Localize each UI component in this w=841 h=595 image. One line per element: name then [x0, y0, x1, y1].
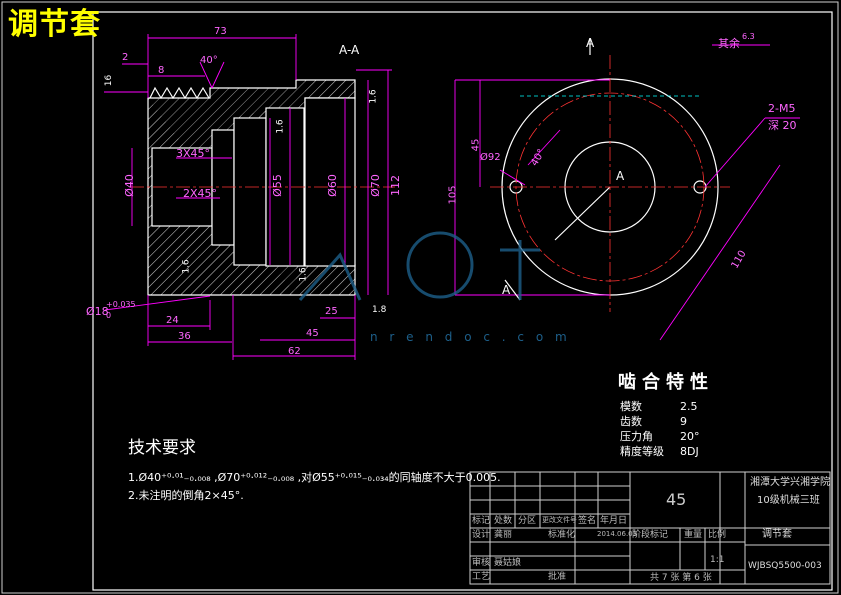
tb-review: 审核: [472, 558, 491, 568]
tb-scale-label: 比例: [708, 530, 727, 540]
title-block: [469, 471, 831, 585]
tb-header: 更改文件号: [542, 516, 577, 524]
tb-header: 处数: [494, 516, 513, 526]
mesh-value: 20°: [680, 430, 700, 443]
section-dimensions: [104, 34, 392, 360]
mesh-key: 齿数: [620, 415, 642, 428]
tech-requirements-heading: 技术要求: [128, 438, 196, 458]
dim-r92: Ø92: [480, 152, 501, 163]
mesh-key: 精度等级: [620, 445, 664, 458]
dim-o18-tol-lower: 0: [106, 311, 112, 320]
front-dimensions: [454, 44, 800, 341]
section-label-aa: A-A: [339, 43, 360, 57]
material-label: 45: [666, 490, 687, 509]
watermark-logo: [298, 231, 540, 301]
dim-r105: 105: [447, 185, 459, 205]
tb-header: 年月日: [600, 516, 628, 526]
dim-m5-depth: 深 20: [768, 119, 797, 132]
dim-o55: Ø55: [270, 174, 284, 197]
tb-header: 分区: [518, 516, 537, 526]
surface-rest-label: 其余: [718, 37, 740, 50]
dim-1-6b: 1.6: [368, 89, 379, 104]
dim-o18: Ø18: [86, 305, 109, 318]
tb-craft: 工艺: [472, 572, 491, 582]
dim-o18-tol-upper: +0.035: [106, 300, 136, 309]
tb-header: 签名: [578, 516, 597, 526]
tb-reviewer: 聂姑娘: [494, 558, 522, 568]
school-name: 湘潭大学兴湘学院: [750, 477, 830, 488]
dim-1-6d: 1.6: [181, 259, 192, 274]
dim-40deg: 40°: [200, 55, 218, 66]
mesh-value: 2.5: [680, 400, 698, 413]
tb-header: 标记: [472, 516, 491, 526]
dim-o70: Ø70: [368, 174, 382, 197]
dim-2: 2: [122, 52, 129, 63]
dim-25: 25: [325, 306, 338, 317]
mesh-key: 模数: [620, 400, 642, 413]
dim-2x45: 2X45°: [183, 187, 218, 200]
tb-designer: 龚丽: [494, 530, 513, 540]
tech-requirement-1: 1.Ø40⁺⁰·⁰¹₋₀.₀₀₈ ,Ø70⁺⁰·⁰¹²₋₀.₀₀₈ ,对Ø55⁺…: [128, 471, 501, 484]
mesh-heading: 啮合特性: [618, 372, 714, 393]
class-name: 10级机械三班: [757, 495, 820, 506]
dim-2-m5: 2-M5: [768, 102, 796, 115]
dim-36: 36: [178, 331, 191, 342]
part-name: 调节套: [762, 529, 792, 540]
mesh-value: 8DJ: [680, 445, 699, 458]
mesh-value: 9: [680, 415, 687, 428]
tb-std: 标准化: [548, 530, 576, 540]
dim-24: 24: [166, 315, 179, 326]
dim-73: 73: [214, 26, 227, 37]
dim-62: 62: [288, 346, 301, 357]
front-centerlines: [490, 55, 730, 312]
drawing-title: 调节套: [8, 7, 101, 42]
dim-o40: Ø40: [122, 174, 136, 197]
inner-frame: [92, 11, 833, 591]
section-label-a-bottom: A: [502, 283, 511, 297]
dim-1-6e: 1.8: [372, 305, 387, 315]
dim-r45: 45: [470, 138, 482, 152]
sheet-count: 共 7 张 第 6 张: [650, 573, 712, 583]
dim-1-6f: 1.6: [298, 267, 309, 282]
dim-1-6c: 1.6: [275, 119, 286, 134]
surface-rest-value: 6.3: [742, 32, 755, 41]
dim-112: 112: [389, 175, 402, 196]
watermark-text: n r e n d o c . c o m: [370, 330, 571, 344]
section-view: [130, 79, 395, 296]
dim-8: 8: [158, 65, 165, 76]
tb-stage: 阶段标记: [632, 530, 669, 540]
tb-approve: 批准: [548, 572, 567, 582]
tb-date: 2014.06.03: [597, 530, 638, 538]
section-label-a-top: A: [586, 36, 595, 50]
mesh-key: 压力角: [620, 430, 653, 443]
dim-3x45: 3X45°: [176, 147, 211, 160]
drawing-number: WJBSQ5500-003: [748, 561, 822, 571]
scale-value: 1:1: [710, 555, 725, 565]
section-label-a-center: A: [616, 169, 625, 183]
dim-1-6a: 16: [104, 74, 115, 87]
tech-requirement-2: 2.未注明的倒角2×45°.: [128, 489, 244, 502]
dim-o60: Ø60: [325, 174, 339, 197]
dim-45: 45: [306, 328, 319, 339]
tb-design: 设计: [472, 530, 491, 540]
tb-weight: 重量: [684, 530, 703, 540]
